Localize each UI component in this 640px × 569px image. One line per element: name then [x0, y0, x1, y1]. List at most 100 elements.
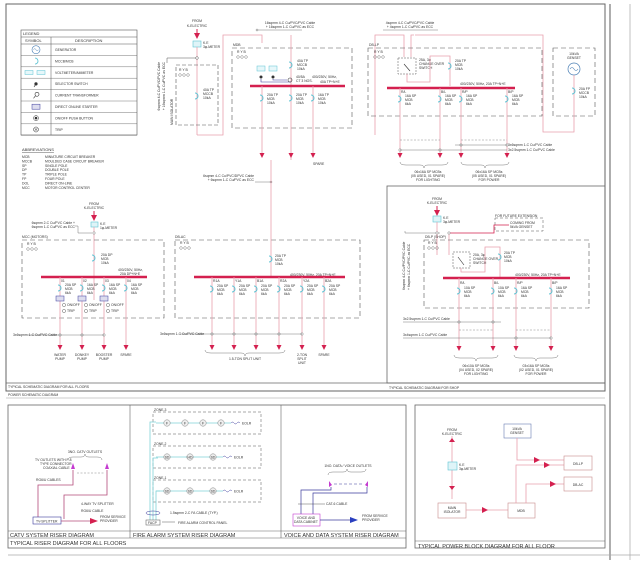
- rst-terminals-icon: [236, 55, 248, 59]
- breaker-label: MCB: [109, 287, 117, 291]
- legend-item-label: VOLTMETER/AMMETER: [55, 71, 94, 75]
- mcb-icon: [447, 62, 452, 70]
- voltmeter-icon: [256, 65, 266, 72]
- breaker-label: 16A SP: [445, 94, 457, 98]
- breaker-label: 20A SP: [329, 284, 341, 288]
- mcb-icon: [123, 284, 128, 292]
- trip-icon: [106, 309, 110, 313]
- smoke-detector-icon: [186, 487, 194, 495]
- tv-splitter-box: [32, 516, 62, 525]
- from-service-label: FROM SERVICE: [100, 515, 126, 519]
- feeder-arrow-icon: [548, 346, 554, 351]
- abbreviations-title: ABBREVIATIONS: [22, 147, 54, 152]
- trip-icon: [62, 309, 66, 313]
- dbac-block-label: DB-AC: [573, 483, 584, 487]
- device-label: SD: [188, 489, 193, 493]
- group-label: FOR POWER: [479, 178, 500, 182]
- genset-block-label: GENSET: [510, 431, 524, 435]
- legend-item-label: SELECTOR SWITCH: [55, 82, 88, 86]
- cable-label: 6sqmm 4-C Cu/PVC/PVC Cable: [157, 62, 161, 111]
- circuit-id: B2A: [325, 279, 332, 283]
- group-label: (05 USED, 01 SPARE): [411, 174, 445, 178]
- load-label: PUMP: [77, 357, 88, 361]
- feeder-arrow-icon: [276, 345, 282, 350]
- cabinet-label: DATA CABINET: [294, 520, 318, 524]
- breaker-label: 6kA: [329, 292, 336, 296]
- breaker-label: 10kA: [318, 101, 326, 105]
- mcb-icon: [437, 95, 442, 103]
- kwh-meter-icon: [192, 40, 202, 48]
- abbr-meaning: TRIPLE POLE: [45, 173, 68, 177]
- from-label: FROM: [192, 19, 202, 23]
- abbr-key: MCCB: [22, 159, 33, 163]
- breaker-label: MCB: [296, 97, 304, 101]
- rg6-cable-label: RG6/U CABLE: [81, 509, 104, 513]
- feeder-arrow-icon: [437, 153, 443, 158]
- breaker-label: 10kA: [203, 96, 211, 100]
- trip-label: TRIP: [67, 309, 75, 313]
- rst-terminals-icon: [179, 246, 191, 250]
- genset-block-label: 10kVA: [512, 427, 522, 431]
- rst-label: R Y B: [237, 50, 246, 54]
- breaker-label: 16A SP: [466, 94, 478, 98]
- breaker-label: 16A SP: [131, 283, 143, 287]
- shop-panel: FROM K-ELECTRIC K.E 3φ-METER FOR FUTURE …: [386, 185, 606, 390]
- tv-outlet-icon: [71, 463, 75, 469]
- breaker-label: 20A TP: [275, 254, 287, 258]
- breaker-label: MCB: [318, 97, 326, 101]
- eolr-icon: [222, 455, 233, 459]
- feeder-arrow-icon: [253, 345, 259, 350]
- from-service-label: PROVIDER: [100, 519, 118, 523]
- flame-detector-icon: [181, 419, 189, 427]
- feeder-arrow-icon: [397, 153, 403, 158]
- eolr-label: EOLR: [234, 489, 244, 493]
- bus-label: 400/230V, 50Hz, 20A TP+N+E: [515, 273, 561, 277]
- breaker-label: 6kA: [261, 292, 268, 296]
- service-provider-arrow-icon: [350, 517, 358, 523]
- abbr-meaning: FOUR POLE: [45, 177, 65, 181]
- eolr-label: EOLR: [234, 455, 244, 459]
- feeder-arrow-icon: [456, 346, 462, 351]
- breaker-label: 6kA: [556, 294, 563, 298]
- feeder-arrow-icon: [458, 153, 464, 158]
- breaker-label: MCB: [307, 288, 315, 292]
- cable-label: 6sqmm 2-C Cu/PVC Cable +: [32, 221, 75, 225]
- smoke-detector-icon: [163, 453, 171, 461]
- mcb-icon: [310, 94, 315, 102]
- mcb-icon: [548, 287, 553, 295]
- eolr-icon: [230, 421, 241, 425]
- cable-label: 6sqmm 4-C Cu/PVC/DPVC Cable: [203, 174, 254, 178]
- genset-panel: 10kVA GENSET 20A FP MCCB 10kA: [415, 34, 596, 133]
- abbr-meaning: SINGLE POLE: [45, 164, 68, 168]
- feeder-arrow-icon: [490, 346, 496, 351]
- mcb-icon: [79, 284, 84, 292]
- main-isolator-label: MAIN ISOLATOR: [170, 98, 174, 125]
- circuit-id: B/L: [441, 90, 446, 94]
- breaker-label: MCB: [284, 288, 292, 292]
- dblp-panel: 4sqmm 4-C Cu/PVC/PVC Cable + 4sqmm 1-C C…: [367, 21, 555, 182]
- mcc-label: MCC (MOTORS): [22, 235, 48, 239]
- shop-title: TYPICAL SCHEMATIC DIAGRAM FOR SHOP: [389, 386, 460, 390]
- meter-label-2: 3φ-METER: [203, 45, 221, 49]
- data-outlets-label: 1NO. DATA / VOICE OUTLETS: [324, 464, 372, 468]
- cable-label-2: + 16sqmm 1-C Cu/PVC as ECC: [266, 25, 315, 29]
- circuit-id: R2A: [280, 279, 287, 283]
- cat6-cable-label: CAT-6 CABLE: [326, 502, 348, 506]
- group-label: (02 USED, 01 SPARE): [519, 368, 553, 372]
- mccb-icon: [288, 61, 293, 69]
- breaker-label: 20A SP: [261, 284, 273, 288]
- feeder-arrow-icon: [310, 153, 316, 158]
- mccb-icon: [194, 92, 199, 100]
- flame-detector-icon: [163, 419, 171, 427]
- service-provider-arrow-icon: [90, 518, 98, 524]
- legend-item-label: DIRECT ONLINE STARTER: [55, 105, 98, 109]
- dblp-block: [563, 455, 593, 471]
- main-supply: FROM K-ELECTRIC K.E 3φ-METER 6sqmm 4-C C…: [157, 19, 315, 136]
- load-label: WATER: [54, 353, 66, 357]
- abbr-key: FP: [22, 177, 27, 181]
- breaker-label: 10kA: [101, 261, 109, 265]
